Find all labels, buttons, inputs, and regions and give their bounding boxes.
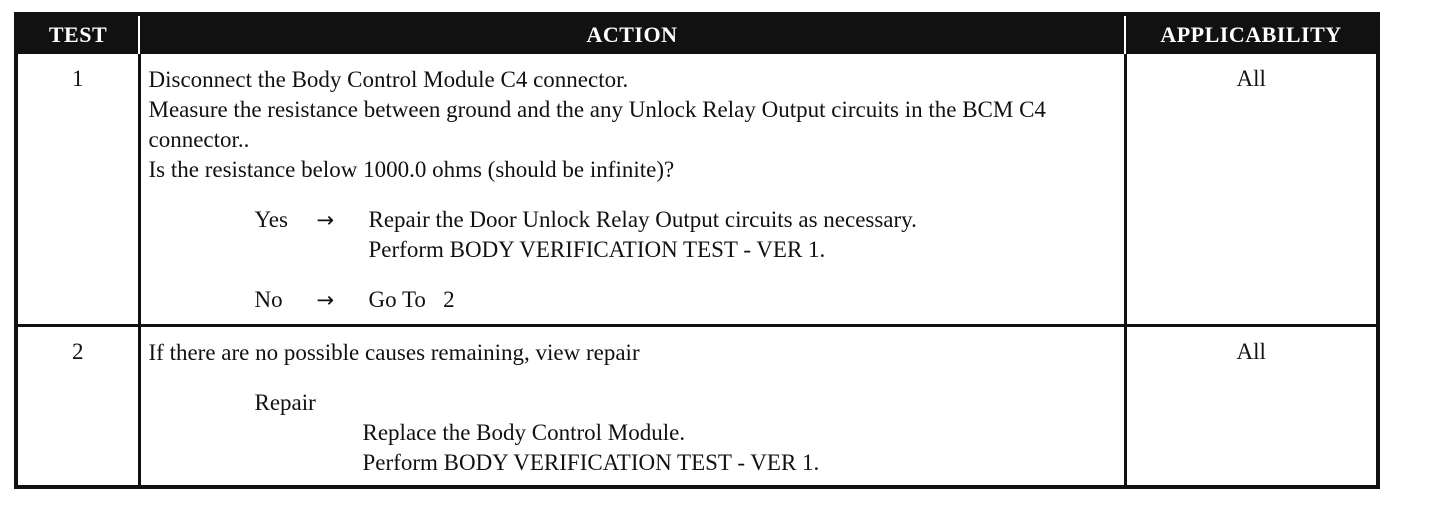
answer-no: No → Go To 2 (255, 285, 1114, 315)
answer-no-text: Go To 2 (369, 285, 455, 315)
arrow-right-icon: → (316, 288, 335, 312)
repair-items: Replace the Body Control Module. Perform… (363, 418, 1114, 478)
action-step: If there are no possible causes remainin… (148, 339, 640, 365)
repair-block: Repair Replace the Body Control Module. … (255, 388, 1114, 478)
answer-yes: Yes → Repair the Door Unlock Relay Outpu… (255, 205, 1114, 265)
test-number: 1 (72, 66, 84, 91)
table-row: 2 If there are no possible causes remain… (18, 323, 1376, 489)
action-question: Is the resistance below 1000.0 ohms (sho… (148, 157, 675, 182)
repair-line: Replace the Body Control Module. (362, 419, 686, 445)
table-header: TEST ACTION APPLICABILITY (18, 16, 1376, 54)
answer-yes-line: Repair the Door Unlock Relay Output circ… (368, 207, 917, 232)
answer-yes-label: Yes (254, 207, 288, 232)
arrow-right-icon: → (316, 208, 335, 232)
answer-no-line: Go To 2 (368, 287, 455, 312)
action-step: Disconnect the Body Control Module C4 co… (148, 67, 629, 92)
action-step: Measure the resistance between ground an… (148, 97, 1046, 152)
header-action: ACTION (138, 16, 1126, 54)
table-row: 1 Disconnect the Body Control Module C4 … (18, 54, 1376, 325)
action-cell: If there are no possible causes remainin… (137, 323, 1125, 489)
answer-yes-text: Repair the Door Unlock Relay Output circ… (369, 205, 917, 265)
test-action-table: TEST ACTION APPLICABILITY 1 Disconnect t… (18, 16, 1376, 489)
applicability-cell: All (1123, 54, 1376, 325)
answer-options: Yes → Repair the Door Unlock Relay Outpu… (255, 205, 1114, 315)
repair-label: Repair (254, 389, 316, 415)
answer-yes-line: Perform BODY VERIFICATION TEST - VER 1. (368, 237, 826, 262)
diagnostic-table: TEST ACTION APPLICABILITY 1 Disconnect t… (14, 12, 1380, 489)
answer-no-label: No (254, 287, 283, 312)
action-cell: Disconnect the Body Control Module C4 co… (137, 54, 1125, 325)
test-number: 2 (18, 323, 139, 489)
applicability-cell: All (1123, 323, 1376, 489)
header-applicability: APPLICABILITY (1124, 16, 1376, 54)
repair-line: Perform BODY VERIFICATION TEST - VER 1. (362, 449, 820, 475)
header-test: TEST (18, 16, 140, 54)
